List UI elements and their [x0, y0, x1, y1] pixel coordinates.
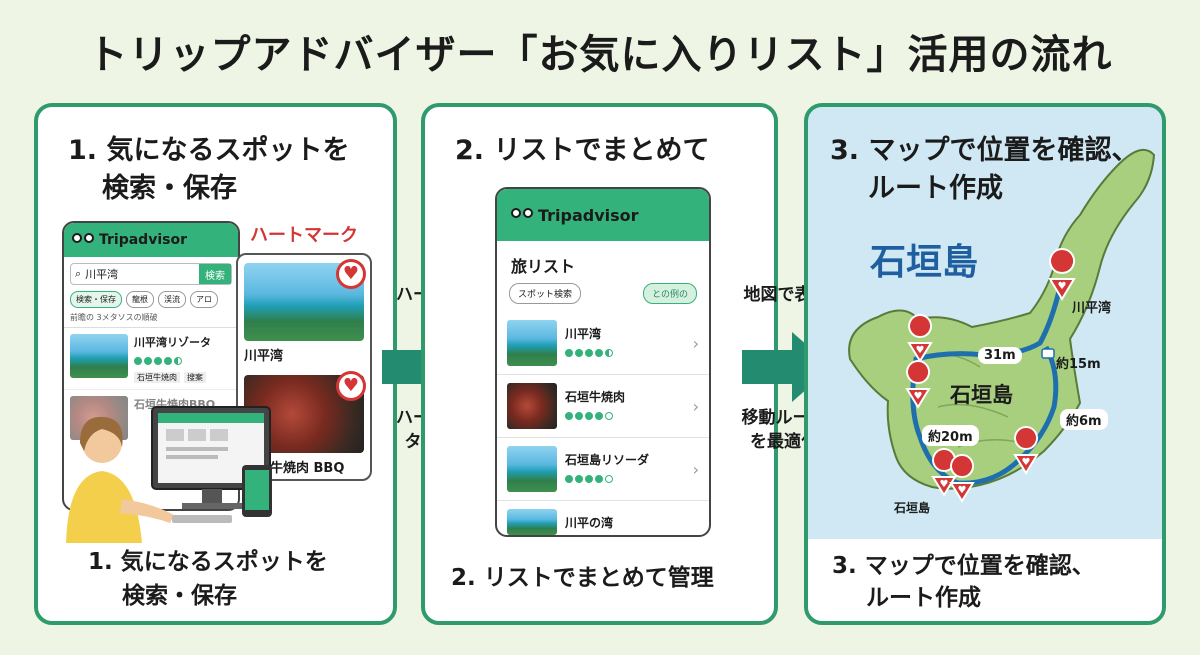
rating-dots [565, 412, 613, 420]
map-place-kabira[interactable]: 川平湾 [1072, 301, 1112, 316]
list-title: 旅リスト [511, 257, 576, 276]
heart-mark-label: ハートマーク [250, 225, 358, 246]
svg-text:♥: ♥ [1022, 457, 1031, 468]
spot-search-button[interactable]: スポット検索 [509, 283, 582, 304]
map-place-port[interactable]: 石垣島 [894, 501, 931, 515]
app-brand: Tripadvisor [99, 232, 187, 248]
bbq-thumbnail [507, 383, 557, 429]
ishigaki-map: ♥ ♥ ♥ ♥ ♥ ♥ [848, 148, 1156, 503]
list-item[interactable]: 石垣牛焼肉 › [497, 375, 709, 438]
app-brand: Tripadvisor [538, 205, 639, 225]
list-item[interactable]: 川平の湾 [497, 501, 709, 535]
list-item-name: 石垣牛焼肉 [565, 390, 626, 404]
svg-text:♥: ♥ [958, 485, 967, 496]
step3-footer-area [808, 539, 1162, 621]
step1-footer-line1: 1. 気になるスポットを [88, 549, 328, 575]
filter-chip[interactable]: アロ [190, 291, 218, 308]
search-phone-mock: Tripadvisor ⌕ 川平湾 検索 検索・保存 龍根 渓流 アロ 前瞻の … [62, 221, 240, 511]
step2-heading: 2. リストでまとめて [455, 135, 710, 166]
result-tag: 石垣牛焼肉 [134, 372, 180, 383]
list-item[interactable]: 川平湾 › [497, 312, 709, 375]
rating-dots [565, 349, 613, 357]
chevron-right-icon: › [692, 459, 699, 479]
result-row[interactable]: 川平湾リゾータ 石垣牛焼肉 搜案 [64, 327, 238, 389]
svg-text:♥: ♥ [1058, 281, 1067, 292]
search-bar[interactable]: ⌕ 川平湾 検索 [70, 263, 232, 285]
distance-label: 約6m [1060, 409, 1108, 430]
tripadvisor-logo-icon [511, 208, 533, 222]
sort-line: 前瞻の 3メタソスの順破 [70, 313, 158, 322]
step1-panel: 1. 気になるスポットを 検索・保存 ハートマーク Tripadvisor ⌕ … [34, 103, 397, 625]
filter-chip[interactable]: 渓流 [158, 291, 186, 308]
step1-heading-line1: 1. 気になるスポットを [68, 135, 350, 166]
app-header: Tripadvisor [497, 189, 709, 241]
app-header: Tripadvisor [64, 223, 238, 257]
svg-text:♥: ♥ [916, 345, 925, 356]
island-center-label: 石垣島 [950, 383, 1013, 407]
distance-label: 約20m [922, 425, 979, 446]
svg-text:♥: ♥ [914, 391, 923, 402]
rating-dots [134, 357, 182, 365]
step2-panel: 2. リストでまとめて Tripadvisor 旅リスト スポット検索 との例の… [421, 103, 778, 625]
chevron-right-icon: › [692, 333, 699, 353]
step1-heading-line2: 検索・保存 [102, 173, 237, 204]
page-title: トリップアドバイザー「お気に入りリスト」活用の流れ [87, 32, 1113, 78]
list-item-name: 川平の湾 [565, 515, 614, 530]
search-input[interactable]: 川平湾 [85, 268, 119, 281]
step3-heading-line2: ルート作成 [868, 173, 1003, 204]
step1-footer-line2: 検索・保存 [122, 583, 237, 609]
tripadvisor-logo-icon [72, 233, 94, 247]
island-title: 石垣島 [870, 242, 979, 283]
beach-thumbnail [507, 509, 557, 535]
heart-icon[interactable]: ♥ [336, 259, 366, 289]
person-at-computer-illustration [66, 406, 272, 543]
chevron-right-icon: › [692, 396, 699, 416]
step3-heading-line1: 3. マップで位置を確認、 [830, 135, 1139, 166]
beach-thumbnail [70, 334, 128, 378]
rating-dots [565, 475, 613, 483]
step3-panel: ♥♥♥ ♥♥♥ 3. マップで位置を確認、 ルート作成 石垣島 石垣島 川平湾 … [804, 103, 1166, 625]
beach-thumbnail [507, 320, 557, 366]
heart-icon[interactable]: ♥ [336, 371, 366, 401]
search-icon: ⌕ [75, 267, 82, 280]
result-tag: 搜案 [184, 372, 206, 383]
list-phone-mock: Tripadvisor 旅リスト スポット検索 との例の 川平湾 › 石垣牛焼肉… [495, 187, 711, 537]
list-item-name: 川平湾 [565, 327, 602, 341]
svg-text:♥: ♥ [940, 479, 949, 490]
step3-footer-line1: 3. マップで位置を確認、 [832, 553, 1095, 579]
callout-name: 川平湾 [244, 349, 284, 364]
arrow2-bottom-line2: を最適化 [750, 432, 818, 452]
step3-footer-line2: ルート作成 [866, 585, 981, 611]
list-item[interactable]: 石垣島リソーダ › [497, 438, 709, 501]
search-button[interactable]: 検索 [199, 264, 231, 284]
result-name: 川平湾リゾータ [134, 336, 211, 349]
beach-thumbnail [507, 446, 557, 492]
filter-chip[interactable]: 龍根 [126, 291, 154, 308]
list-item-name: 石垣島リソーダ [565, 453, 650, 467]
filter-chip[interactable]: 検索・保存 [70, 291, 122, 308]
step2-footer: 2. リストでまとめて管理 [451, 565, 714, 591]
distance-label: 31m [978, 347, 1022, 364]
distance-label: 約15m [1056, 357, 1101, 372]
filter-pill[interactable]: との例の [643, 283, 697, 304]
